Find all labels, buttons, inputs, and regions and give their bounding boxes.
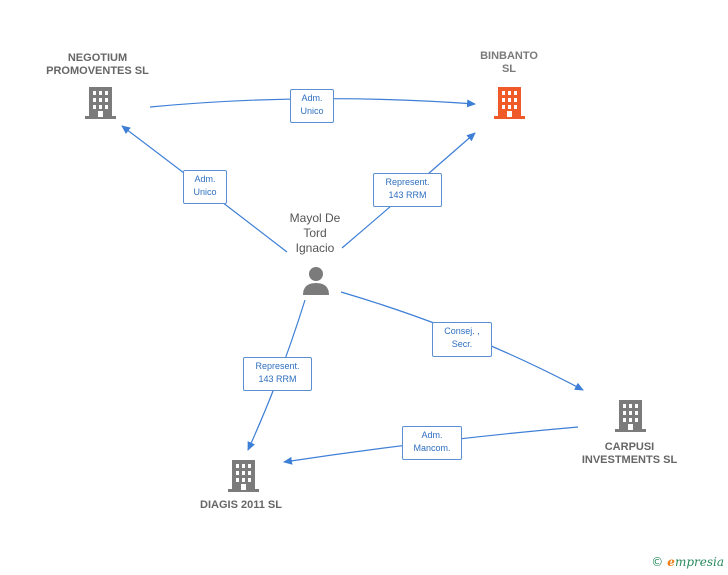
edge-label-person-diagis: Represent. 143 RRM: [243, 357, 312, 391]
edge-label-carpusi-diagis: Adm. Mancom.: [402, 426, 462, 460]
node-label-line: CARPUSI: [604, 441, 655, 453]
edge-label-line: Unico: [193, 187, 217, 197]
edge-label-line: 143 RRM: [388, 190, 427, 200]
node-label-carpusi[interactable]: CARPUSI INVESTMENTS SL: [572, 441, 687, 467]
edge-label-line: Adm.: [194, 174, 216, 184]
node-label-line: PROMOVENTES SL: [46, 65, 149, 77]
brand-name: mpresia: [674, 555, 724, 569]
edge-label-line: Mancom.: [413, 443, 451, 453]
building-icon[interactable]: [85, 87, 116, 119]
node-label-negotium[interactable]: NEGOTIUM PROMOVENTES SL: [30, 52, 165, 78]
node-label-line: BINBANTO: [480, 50, 538, 62]
edge-label-line: Consej. ,: [444, 326, 480, 336]
edge-label-line: 143 RRM: [258, 374, 297, 384]
edge-label-person-carpusi: Consej. , Secr.: [432, 322, 492, 357]
brand-footer[interactable]: ©empresia: [651, 555, 724, 569]
node-label-diagis[interactable]: DIAGIS 2011 SL: [186, 499, 296, 512]
node-label-line: NEGOTIUM: [67, 52, 128, 64]
edge-label-person-negotium: Adm. Unico: [183, 170, 227, 204]
node-label-line: Ignacio: [295, 241, 335, 255]
edge-label-line: Represent.: [385, 177, 430, 187]
node-label-line: DIAGIS 2011 SL: [200, 499, 282, 511]
node-label-line: SL: [501, 63, 517, 75]
building-icon-highlight[interactable]: [494, 87, 525, 119]
node-label-person[interactable]: Mayol De Tord Ignacio: [265, 211, 365, 256]
edge-label-line: Represent.: [255, 361, 300, 371]
edge-label-line: Secr.: [451, 339, 473, 349]
node-label-line: Tord: [303, 226, 327, 240]
node-label-line: INVESTMENTS SL: [581, 454, 678, 466]
node-label-binbanto[interactable]: BINBANTO SL: [459, 50, 559, 76]
edge-label-line: Unico: [300, 106, 324, 116]
building-icon[interactable]: [228, 460, 259, 492]
edge-label-person-binbanto: Represent. 143 RRM: [373, 173, 442, 207]
copyright-icon: ©: [651, 555, 664, 569]
brand-initial: e: [667, 555, 675, 569]
edge-label-line: Adm.: [301, 93, 323, 103]
building-icon[interactable]: [615, 400, 646, 432]
edge-label-line: Adm.: [421, 430, 443, 440]
edge-label-negotium-binbanto: Adm. Unico: [290, 89, 334, 123]
node-label-line: Mayol De: [289, 211, 341, 225]
person-icon[interactable]: [303, 267, 329, 295]
